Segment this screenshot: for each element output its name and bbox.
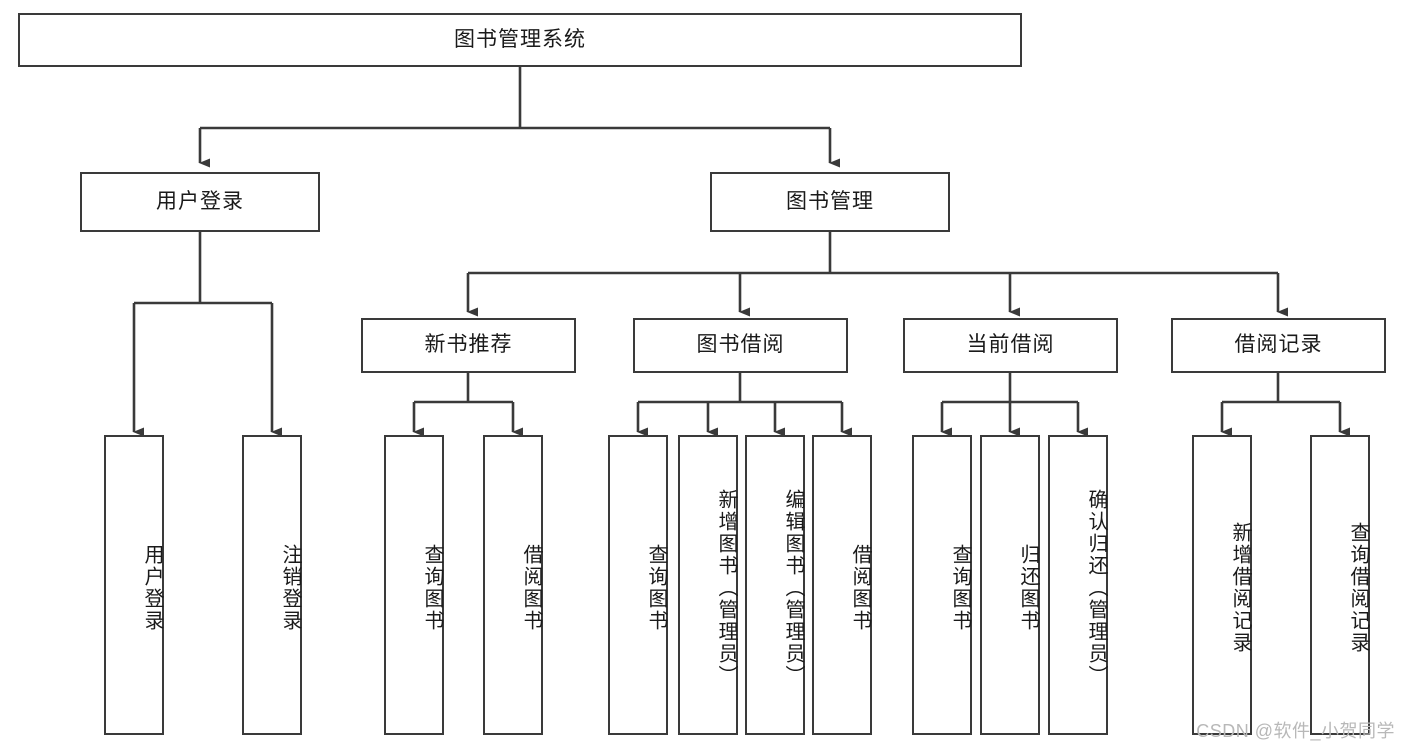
watermark-text: CSDN @软件_小贺同学 xyxy=(1196,721,1395,741)
node-label: 归还图书 xyxy=(1017,544,1039,632)
leaf-newbook-borrow-book[interactable]: 借阅图书 xyxy=(483,435,543,735)
leaf-record-query-record[interactable]: 查询借阅记录 xyxy=(1310,435,1370,735)
leaf-current-return-book[interactable]: 归还图书 xyxy=(980,435,1040,735)
leaf-borrow-add-book-admin[interactable]: 新增图书（管理员） xyxy=(678,435,738,735)
node-label: 编辑图书（管理员） xyxy=(782,489,804,687)
node-label: 图书管理系统 xyxy=(454,27,586,51)
node-current-borrow[interactable]: 当前借阅 xyxy=(903,318,1118,373)
node-label: 借阅记录 xyxy=(1234,333,1323,357)
node-label: 查询图书 xyxy=(645,544,667,632)
node-label: 图书管理 xyxy=(786,189,874,213)
node-label: 查询借阅记录 xyxy=(1347,522,1369,654)
node-label: 当前借阅 xyxy=(966,333,1055,357)
leaf-current-query-book[interactable]: 查询图书 xyxy=(912,435,972,735)
node-label: 用户登录 xyxy=(141,544,163,632)
leaf-borrow-query-book[interactable]: 查询图书 xyxy=(608,435,668,735)
node-new-book-recommend[interactable]: 新书推荐 xyxy=(361,318,576,373)
node-label: 用户登录 xyxy=(156,189,244,213)
node-label: 查询图书 xyxy=(421,544,443,632)
node-book-borrow[interactable]: 图书借阅 xyxy=(633,318,848,373)
leaf-borrow-borrow-book[interactable]: 借阅图书 xyxy=(812,435,872,735)
node-label: 新增借阅记录 xyxy=(1229,522,1251,654)
leaf-borrow-edit-book-admin[interactable]: 编辑图书（管理员） xyxy=(745,435,805,735)
node-root-system[interactable]: 图书管理系统 xyxy=(18,13,1022,67)
node-label: 确认归还（管理员） xyxy=(1085,489,1107,687)
leaf-current-confirm-return-admin[interactable]: 确认归还（管理员） xyxy=(1048,435,1108,735)
node-book-management[interactable]: 图书管理 xyxy=(710,172,950,232)
node-label: 查询图书 xyxy=(949,544,971,632)
leaf-newbook-query-book[interactable]: 查询图书 xyxy=(384,435,444,735)
leaf-record-add-record[interactable]: 新增借阅记录 xyxy=(1192,435,1252,735)
node-label: 新增图书（管理员） xyxy=(715,489,737,687)
node-user-login[interactable]: 用户登录 xyxy=(80,172,320,232)
node-label: 借阅图书 xyxy=(520,544,542,632)
node-label: 图书借阅 xyxy=(696,333,785,357)
node-label: 新书推荐 xyxy=(424,333,513,357)
leaf-user-login-signout[interactable]: 注销登录 xyxy=(242,435,302,735)
node-label: 注销登录 xyxy=(279,544,301,632)
node-borrow-record[interactable]: 借阅记录 xyxy=(1171,318,1386,373)
node-label: 借阅图书 xyxy=(849,544,871,632)
leaf-user-login-signin[interactable]: 用户登录 xyxy=(104,435,164,735)
